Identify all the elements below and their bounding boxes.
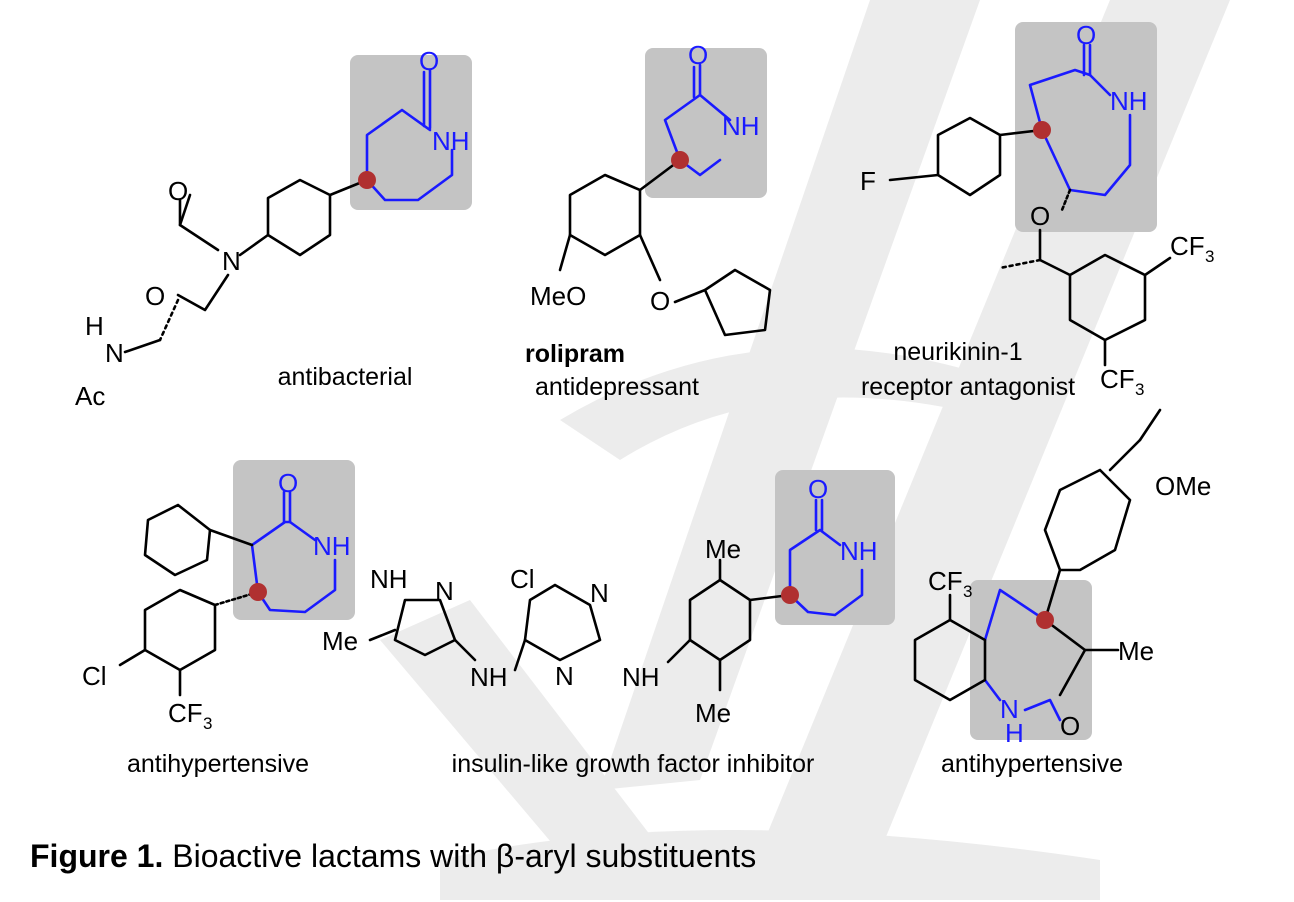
svg-text:3: 3 [1205, 247, 1214, 266]
activity-label: insulin-like growth factor inhibitor [452, 750, 815, 778]
svg-text:O: O [688, 40, 708, 70]
svg-text:3: 3 [963, 582, 972, 601]
svg-text:NH: NH [470, 662, 508, 692]
svg-text:CF: CF [1100, 364, 1135, 394]
compound-rolipram: O NH MeO O rolipram antidepressant [525, 40, 772, 401]
lactam-highlight [233, 460, 355, 620]
svg-text:3: 3 [203, 714, 212, 733]
activity-label: antihypertensive [941, 750, 1123, 778]
svg-text:NH: NH [370, 564, 408, 594]
compound-antibacterial: O NH N O O H N Ac antibacterial [75, 46, 470, 411]
caption-label: Figure 1. [30, 838, 164, 874]
svg-text:O: O [1076, 20, 1096, 50]
svg-text:O: O [1060, 711, 1080, 741]
svg-text:NH: NH [313, 531, 351, 561]
svg-text:CF: CF [1170, 231, 1205, 261]
svg-text:O: O [808, 474, 828, 504]
svg-text:Me: Me [695, 698, 731, 728]
svg-text:N: N [435, 576, 454, 606]
svg-text:NH: NH [432, 126, 470, 156]
svg-text:O: O [1030, 201, 1050, 231]
lactam-highlight [775, 470, 895, 625]
compound-name: rolipram [525, 340, 625, 368]
svg-text:Me: Me [322, 626, 358, 656]
svg-text:Me: Me [705, 534, 741, 564]
svg-text:O: O [278, 468, 298, 498]
svg-text:O: O [650, 286, 670, 316]
activity-label: antibacterial [278, 363, 413, 391]
svg-text:O: O [145, 281, 165, 311]
svg-text:O: O [168, 176, 188, 206]
svg-text:Me: Me [1118, 636, 1154, 666]
svg-text:H: H [1005, 718, 1024, 748]
activity-label: antihypertensive [127, 750, 309, 778]
svg-text:NH: NH [622, 662, 660, 692]
svg-text:Cl: Cl [510, 564, 535, 594]
caption-text: Bioactive lactams with β-aryl substituen… [163, 838, 757, 874]
svg-text:CF: CF [928, 566, 963, 596]
svg-text:MeO: MeO [530, 281, 586, 311]
svg-text:NH: NH [722, 111, 760, 141]
svg-text:Ac: Ac [75, 381, 105, 411]
svg-text:3: 3 [1135, 380, 1144, 399]
svg-text:F: F [860, 166, 876, 196]
svg-text:Cl: Cl [82, 661, 107, 691]
svg-text:N: N [105, 338, 124, 368]
svg-text:O: O [419, 46, 439, 76]
svg-text:NH: NH [1110, 86, 1148, 116]
svg-text:OMe: OMe [1155, 471, 1211, 501]
activity-label-line2: receptor antagonist [861, 373, 1075, 401]
figure-caption: Figure 1. Bioactive lactams with β-aryl … [30, 838, 756, 875]
svg-text:N: N [1000, 694, 1019, 724]
svg-text:NH: NH [840, 536, 878, 566]
svg-text:N: N [590, 578, 609, 608]
svg-text:H: H [85, 311, 104, 341]
lactam-highlight [350, 55, 472, 210]
svg-text:N: N [222, 246, 241, 276]
activity-label-line1: neurikinin-1 [893, 338, 1022, 366]
activity-label: antidepressant [535, 373, 699, 401]
lactam-highlight [1015, 22, 1157, 232]
svg-text:CF: CF [168, 698, 203, 728]
compound-igf-inhibitor: O NH Me Me NH N N Cl NH NH N Me insulin-… [322, 474, 878, 778]
svg-text:N: N [555, 661, 574, 691]
